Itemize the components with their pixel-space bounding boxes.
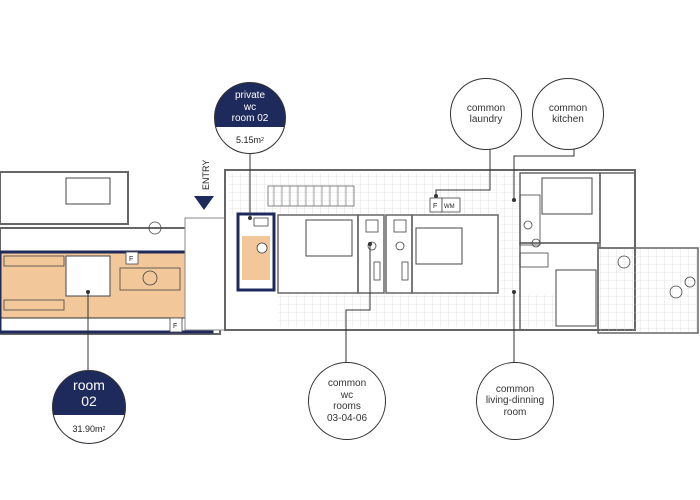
wc-rooms-line-3: rooms — [333, 401, 361, 412]
private-wc-area-value: 5.15 — [235, 135, 254, 145]
fridge-label-left: F — [129, 256, 133, 263]
room-02-area-value: 31.90 — [72, 424, 96, 434]
private-wc-line-2: wc — [243, 101, 257, 113]
leader-wc-rooms — [345, 244, 371, 368]
private-wc-area-exp: 2 — [261, 137, 265, 143]
wc-rooms-line-4: 03-04-06 — [326, 412, 368, 424]
wc-rooms-callout: common wc rooms 03-04-06 — [308, 362, 386, 440]
room-02-area-exp: 2 — [102, 426, 106, 432]
kitchen-line-2: kitchen — [552, 114, 584, 125]
entry-arrow — [194, 196, 214, 210]
room-02-line-1: room — [73, 377, 105, 393]
laundry-line-2: laundry — [469, 114, 503, 125]
entry-label: ENTRY — [201, 160, 211, 190]
corridor — [184, 217, 226, 331]
left-wing: F F — [0, 171, 221, 335]
living-line-2: living-dinning — [485, 395, 545, 407]
private-wc-line-3: room 02 — [231, 113, 269, 124]
laundry-callout: common laundry — [450, 78, 522, 150]
laundry-line-1: common — [466, 102, 506, 114]
fridge-label-main: F — [433, 203, 437, 210]
leader-kitchen — [513, 146, 575, 200]
room-02-area-unit: m — [95, 424, 103, 434]
room-02-line-2: 02 — [81, 393, 97, 410]
living-line-1: common — [495, 383, 535, 395]
leader-laundry — [435, 146, 491, 196]
wc-rooms-line-2: wc — [340, 389, 354, 401]
wc-rooms-line-1: common — [327, 378, 367, 389]
private-wc-line-1: private — [234, 90, 265, 101]
fridge-label-left-2: F — [173, 323, 177, 330]
living-line-3: room — [503, 406, 527, 418]
living-callout: common living-dinning room — [476, 362, 554, 440]
washing-machine-label: WM — [444, 204, 455, 210]
kitchen-line-1: common — [548, 102, 588, 114]
private-wc-area-unit: m — [253, 135, 262, 145]
kitchen-callout: common kitchen — [532, 78, 604, 150]
